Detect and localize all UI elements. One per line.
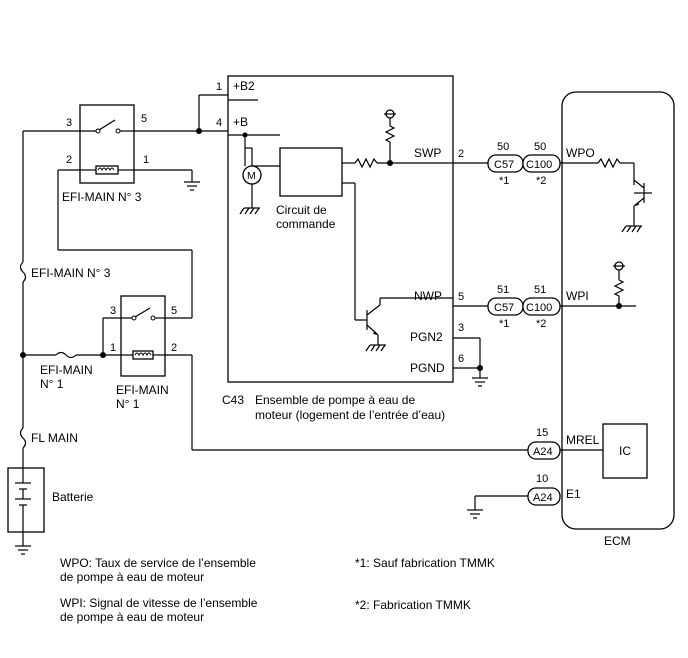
c100-pin-row1: 50 <box>534 141 546 153</box>
legend-note2: *2: Fabrication TMMK <box>355 598 471 612</box>
a24-label: A24 <box>533 492 553 504</box>
battery <box>7 467 45 533</box>
fuse-fl-main-label: FL MAIN <box>31 431 78 445</box>
pin-b-label: +B <box>233 115 248 129</box>
relay1-pin3: 3 <box>110 305 116 317</box>
pin-nwp-label: NWP <box>414 289 442 303</box>
connector-c100-row1: C100 <box>522 154 561 173</box>
relay3-pin1: 1 <box>143 154 149 166</box>
relay-efi-main-1: 3 5 1 2 EFI-MAIN N° 1 <box>110 295 177 411</box>
nwp-transistor <box>366 304 381 336</box>
fuse-efi1-label-2: N° 1 <box>40 377 64 391</box>
relay1-label-1: EFI-MAIN <box>116 383 169 397</box>
legend-wpi-line1: WPI: Signal de vitesse de l’ensemble <box>60 596 258 610</box>
connector-c57-row1: C57 <box>487 154 524 173</box>
c100-note-row2: *2 <box>536 318 546 330</box>
a24-mrel-pin: 15 <box>536 427 548 439</box>
c57-note-row1: *1 <box>499 175 509 187</box>
a24-e1-pin: 10 <box>536 473 548 485</box>
legend-wpo-line1: WPO: Taux de service de l’ensemble <box>60 556 256 570</box>
relay-efi-main-3: 3 5 2 1 EFI-MAIN N° 3 <box>62 104 149 204</box>
fuse-efi1-label-1: EFI-MAIN <box>40 363 93 377</box>
connector-a24-e1: A24 <box>527 487 561 506</box>
fuse-efi-main-3 <box>19 261 27 283</box>
pin-b2-number: 1 <box>216 81 222 93</box>
c57-label: C57 <box>494 302 514 314</box>
pump-connector-code: C43 <box>222 393 244 407</box>
ecm-mrel-label: MREL <box>566 433 600 447</box>
pump-description-1: Ensemble de pompe à eau de <box>255 393 415 407</box>
pin-swp-number: 2 <box>458 148 464 160</box>
pump-ground-symbol <box>472 377 488 387</box>
battery-label: Batterie <box>52 490 94 504</box>
relay3-pin3: 3 <box>66 117 72 129</box>
e1-ground-symbol <box>467 509 483 519</box>
relay1-label-2: N° 1 <box>116 397 140 411</box>
pin-pgn2-number: 3 <box>458 322 464 334</box>
control-circuit-box <box>279 147 343 197</box>
fuse-fl-main <box>19 427 27 449</box>
c57-label: C57 <box>494 159 514 171</box>
ecm-label: ECM <box>604 534 631 548</box>
pin-nwp-number: 5 <box>458 291 464 303</box>
relay1-switch-arm <box>134 307 151 318</box>
pin-pgn2-label: PGN2 <box>410 330 443 344</box>
c100-note-row1: *2 <box>536 175 546 187</box>
ecm-ic-box <box>602 423 648 479</box>
relay-coil <box>95 165 119 175</box>
pin-swp-label: SWP <box>414 146 441 160</box>
relay-switch-arm <box>98 119 116 131</box>
c57-pin-row2: 51 <box>497 284 509 296</box>
ecm-wpi-label: WPI <box>566 289 589 303</box>
control-circuit-label-2: commande <box>276 217 336 231</box>
swp-pullup-resistor <box>384 125 396 143</box>
pin-b-number: 4 <box>216 117 222 129</box>
relay1-pin1: 1 <box>110 342 116 354</box>
wpo-resistor <box>597 157 621 169</box>
ecm-box <box>561 91 675 530</box>
c57-pin-row1: 50 <box>497 141 509 153</box>
relay1-pin2: 2 <box>171 342 177 354</box>
ecm-e1-label: E1 <box>566 487 581 501</box>
ecm-ic-label: IC <box>619 444 631 458</box>
pin-pgnd-number: 6 <box>458 353 464 365</box>
ecm-wpo-label: WPO <box>566 146 595 160</box>
relay1-pin5: 5 <box>171 305 177 317</box>
swp-resistor <box>354 157 378 169</box>
pin-pgnd-label: PGND <box>410 361 445 375</box>
connector-c57-row2: C57 <box>487 297 524 316</box>
connector-a24-mrel: A24 <box>527 441 561 460</box>
wpo-transistor <box>633 179 652 207</box>
pump-description-2: moteur (logement de l’entrée d’eau) <box>255 408 445 422</box>
legend-wpo-line2: de pompe à eau de moteur <box>60 570 204 584</box>
legend-note1: *1: Sauf fabrication TMMK <box>355 556 495 570</box>
motor-label: M <box>247 170 256 182</box>
c100-label: C100 <box>526 302 552 314</box>
wpi-pullup-resistor <box>613 279 625 297</box>
water-pump-assembly-box <box>227 75 454 383</box>
fuse-efi3-label: EFI-MAIN N° 3 <box>31 266 111 280</box>
legend-wpi-line2: de pompe à eau de moteur <box>60 610 204 624</box>
battery-ground-symbol <box>15 545 31 555</box>
relay3-label: EFI-MAIN N° 3 <box>62 190 142 204</box>
a24-label: A24 <box>533 446 553 458</box>
c100-label: C100 <box>526 159 552 171</box>
connector-c100-row2: C100 <box>522 297 561 316</box>
relay3-pin2: 2 <box>66 154 72 166</box>
c57-note-row2: *1 <box>499 318 509 330</box>
ground-symbol <box>184 181 200 191</box>
pin-b2-label: +B2 <box>233 79 255 93</box>
relay3-pin5: 5 <box>141 113 147 125</box>
control-circuit-label-1: Circuit de <box>276 203 327 217</box>
c100-pin-row2: 51 <box>534 284 546 296</box>
fuse-efi-main-1 <box>55 351 77 359</box>
